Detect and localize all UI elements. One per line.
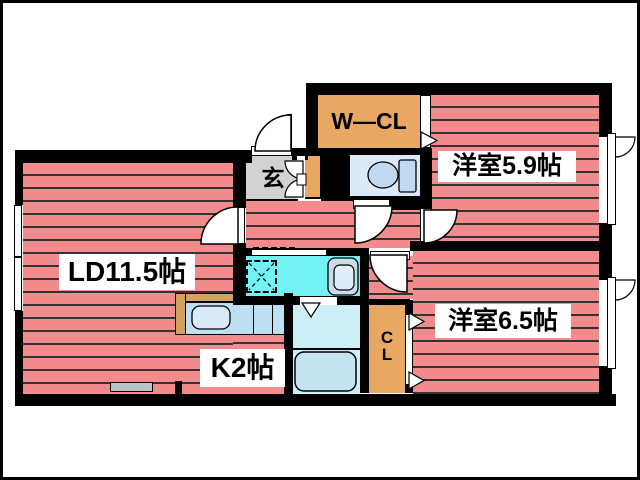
closet-floor [369,305,405,393]
shoe-cabinet-door-area [297,156,305,199]
kitchen-counter [184,302,286,335]
wall [350,196,424,201]
western-room-2-door [370,251,410,260]
wall [599,223,612,280]
wall [360,248,369,393]
wall [284,293,293,394]
walk-in-closet-label: W―CL [331,108,407,134]
bathroom-divider [293,348,360,350]
bathroom-door-opening [300,297,337,305]
wall [15,394,616,406]
wall [599,83,612,137]
wall [15,150,252,163]
closet-label: C L [380,328,394,364]
toilet-door [353,199,390,209]
wall [233,150,246,208]
washing-machine-pan [246,260,277,293]
window-right-bottom [607,277,616,369]
front-door-open-leaf [287,114,292,148]
kitchen-counter-divider [272,302,273,335]
wall [175,381,182,395]
entrance-step-line [246,199,298,201]
wall [366,299,410,305]
heater [110,382,153,392]
window-right-top-swing [614,136,636,158]
wall [15,311,23,394]
wall [298,148,306,158]
wall [15,150,23,205]
kitchen-label: K2帖 [200,349,285,387]
entrance-label: 玄 [261,164,285,191]
wall [306,83,612,95]
wall [306,148,432,155]
wall [390,200,432,210]
window-left-mullion [14,256,22,258]
window-right-bottom-swing [614,279,636,301]
western-room-1-door [420,208,432,242]
wall [321,151,350,201]
western-room-2-entry-floor [369,256,413,299]
wall [233,243,246,305]
walk-in-closet-floor [318,95,420,148]
shoe-cabinet [303,154,322,199]
kitchen-counter-edge-left [175,293,186,335]
toilet-room-floor [350,155,420,198]
wall [306,83,318,155]
washroom-sliding-door [251,249,327,256]
wall [420,155,432,208]
window-right-top [607,133,616,225]
washroom-sliding-door-track [253,247,295,252]
front-door [251,146,292,156]
living-dining-door [233,207,245,244]
living-dining-label: LD11.5帖 [59,254,195,290]
walk-in-closet-opening [420,95,431,148]
kitchen-counter-divider [253,302,254,335]
closet-folding-door [406,315,412,384]
wall [410,241,612,251]
window-left [14,205,22,311]
western-room-1-label: 洋室5.9帖 [438,151,576,182]
western-room-2-label: 洋室6.5帖 [435,304,571,338]
